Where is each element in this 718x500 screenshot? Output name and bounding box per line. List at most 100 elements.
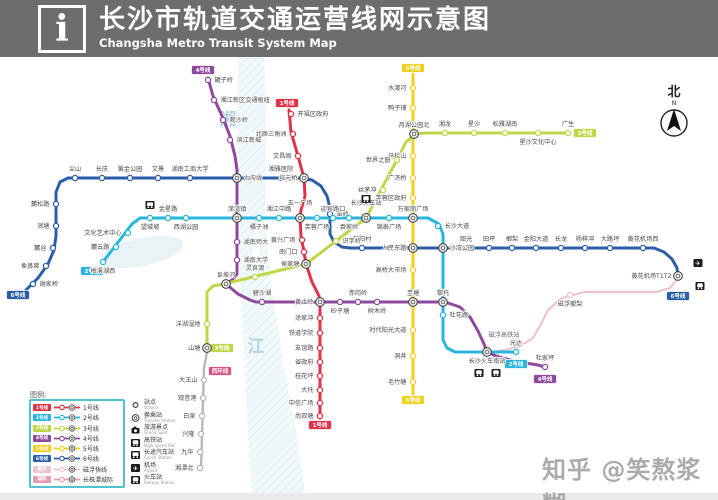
- station: [409, 326, 417, 334]
- legend-symbol-label: 站点: [144, 399, 157, 406]
- station-label: 月湖公园北: [399, 121, 431, 129]
- station-label: 田坪: [483, 235, 495, 243]
- station: [566, 291, 574, 299]
- station-label: 罐子岭: [215, 76, 234, 84]
- interchange-inner: [317, 299, 323, 305]
- station-label: 丝茅冲: [358, 186, 377, 194]
- hsr-icon: [474, 369, 484, 377]
- station: [332, 237, 340, 245]
- station-label: 马栏山: [388, 152, 407, 160]
- legend-line-sample: [54, 445, 80, 452]
- station-label: 五一广场: [288, 199, 313, 207]
- legend-symbol-label-en: Transfer Station: [144, 417, 176, 423]
- legend-line-label: 3号线: [83, 425, 99, 433]
- legend-line-label: 1号线: [83, 405, 99, 413]
- station-label: 灵官渡: [246, 264, 265, 272]
- station-label: 文化艺术中心: [84, 229, 121, 237]
- station: [233, 238, 241, 246]
- legend-symbol-label-en: Airport: [144, 467, 158, 473]
- station-label: 大托: [301, 386, 313, 394]
- station: [606, 244, 614, 252]
- stations-line3: 山塘洋湖湿地阜埠河灵官渡识字岭丝茅冲世界之窗月湖公园北湘龙星沙松雅湖南星沙文化中…: [175, 119, 575, 353]
- svg-text:4号线: 4号线: [196, 66, 211, 74]
- station: [379, 186, 387, 194]
- line-badge-line1: 1号线: [275, 98, 299, 108]
- station: [393, 156, 401, 164]
- station-label: 大路坪: [601, 235, 620, 243]
- line-stroke-line1: [287, 108, 322, 420]
- legend-line-sample: [54, 404, 80, 411]
- station-label: 文景: [152, 165, 164, 173]
- station-label: 芙蓉区政府: [376, 194, 407, 202]
- legend-line-sample: [54, 424, 80, 432]
- station-label: 洞井: [394, 352, 406, 360]
- metro-line-west-loop: 西环线: [199, 350, 232, 472]
- map-annotation: 磁浮高铁站: [489, 331, 520, 339]
- station: [204, 76, 212, 84]
- legend-line-badge: 4号线: [33, 434, 51, 442]
- river-shape: [237, 57, 306, 500]
- station-label: 鸭子铺: [388, 104, 407, 112]
- line-stroke-maglev: [490, 276, 680, 354]
- legend-line-badge: 2号线: [33, 414, 51, 422]
- station: [316, 372, 324, 380]
- interchange-inner: [297, 215, 303, 221]
- legend-symbol-label: 换乘站: [144, 411, 163, 419]
- station-label: 朝阳村: [353, 235, 372, 243]
- plane-glyph: ✈: [131, 463, 140, 472]
- line-badge-line4: 4号线: [533, 374, 557, 384]
- station-label: 南门口: [279, 248, 298, 256]
- station: [409, 152, 417, 160]
- station-label: 北辰三角洲: [256, 130, 287, 138]
- station-label: 麓云路: [91, 243, 110, 251]
- metro-line-maglev: [490, 276, 680, 354]
- legend-symbol-label-en: High-speed Rail: [144, 442, 176, 448]
- station: [373, 298, 381, 306]
- stations-maglev: 磁浮㮾梨: [557, 291, 583, 309]
- legend-symbol-label: 长途汽车站: [144, 449, 175, 456]
- station-label: 培元桥: [279, 174, 298, 182]
- train-icon: [131, 476, 140, 484]
- station: [300, 248, 308, 256]
- station: [52, 222, 60, 230]
- station-label: 黄金公园: [118, 165, 143, 173]
- compass-needle-icon: [667, 109, 681, 131]
- station-label: 黄兴广场: [271, 236, 296, 244]
- xiang-river: 湘 江: [100, 57, 306, 500]
- station-label: 省政府: [295, 358, 314, 366]
- legend-line-label: 2号线: [83, 415, 99, 423]
- legend-line-sample: [54, 455, 80, 463]
- station-label: 金星路: [159, 205, 178, 213]
- bus-icon: [145, 201, 155, 209]
- legend-line-sample: [54, 476, 80, 483]
- legend-line-badge: 城际: [33, 475, 51, 483]
- station-label: 涂家冲: [295, 314, 314, 322]
- legend-symbol-label: 火车站: [144, 474, 163, 481]
- station-label: 尚双塘: [295, 412, 314, 420]
- station: [71, 174, 79, 182]
- station: [98, 174, 106, 182]
- station: [439, 311, 447, 319]
- station-label: 尖山: [69, 165, 81, 173]
- station-label: 高桥大市场: [376, 266, 407, 274]
- station: [316, 399, 324, 407]
- station-label: 窑岭: [337, 210, 349, 218]
- legend-line-sample: [54, 465, 80, 473]
- plane-icon: ✈: [131, 463, 140, 472]
- station: [287, 110, 295, 118]
- station: [534, 129, 542, 137]
- station-label: 长沙火车南站: [468, 357, 505, 365]
- header-bar: i 长沙市轨道交通运营线网示意图 Changsha Metro Transit …: [0, 0, 718, 57]
- river-char-2: 江: [248, 337, 265, 357]
- station: [316, 329, 324, 337]
- north-compass: 北 N: [660, 85, 688, 137]
- svg-text:✈: ✈: [695, 260, 701, 268]
